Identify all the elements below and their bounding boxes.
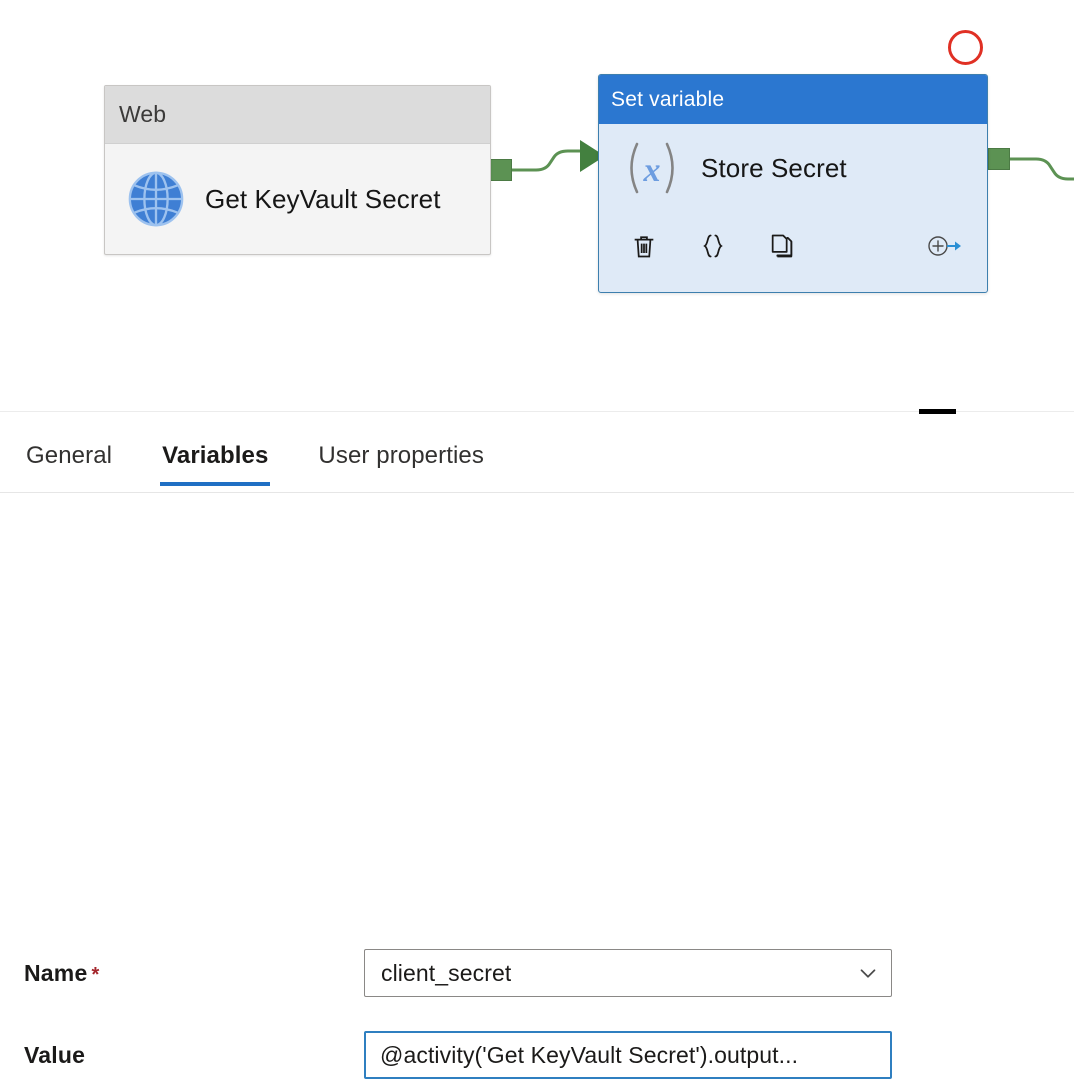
tab-variables[interactable]: Variables	[160, 436, 271, 486]
activity-properties-panel: General Variables User properties Name* …	[0, 409, 1074, 1079]
tab-general-label: General	[26, 442, 113, 469]
set-variable-body: x Store Secret	[599, 124, 987, 212]
chevron-down-icon	[860, 969, 876, 978]
panel-resize-handle[interactable]	[919, 409, 956, 414]
web-activity-name: Get KeyVault Secret	[205, 183, 441, 214]
name-form-row: Name* client_secret	[0, 949, 1074, 997]
tab-user-properties-label: User properties	[318, 442, 484, 469]
name-dropdown[interactable]: client_secret	[364, 949, 892, 997]
set-variable-type-label: Set variable	[611, 87, 725, 111]
web-activity-node[interactable]: Web Get KeyVault Secret	[104, 85, 491, 255]
value-input[interactable]: @activity('Get KeyVault Secret').output.…	[364, 1031, 892, 1079]
add-output-icon[interactable]	[927, 229, 961, 263]
copy-icon[interactable]	[765, 229, 799, 263]
value-input-text: @activity('Get KeyVault Secret').output.…	[380, 1041, 799, 1068]
pipeline-canvas[interactable]: Web Get KeyVault Secret Set variable	[0, 0, 1074, 411]
web-activity-body: Get KeyVault Secret	[105, 144, 490, 254]
tab-variables-label: Variables	[162, 442, 269, 469]
set-variable-output-port[interactable]	[988, 148, 1010, 170]
svg-text:x: x	[643, 152, 661, 189]
web-activity-output-port[interactable]	[490, 159, 512, 181]
properties-tabstrip: General Variables User properties	[0, 436, 1074, 493]
web-activity-header: Web	[105, 86, 490, 144]
tab-general[interactable]: General	[24, 436, 114, 486]
variable-function-icon: x	[630, 142, 674, 194]
code-braces-icon[interactable]	[696, 229, 730, 263]
delete-icon[interactable]	[627, 229, 661, 263]
name-dropdown-value: client_secret	[381, 959, 512, 986]
name-required-marker: *	[91, 963, 100, 986]
set-variable-activity-node[interactable]: Set variable x Store Secret	[598, 74, 988, 293]
web-activity-type-label: Web	[119, 101, 167, 127]
name-field-label: Name*	[24, 960, 99, 987]
value-field-label: Value	[24, 1042, 85, 1069]
connector-web-to-setvariable	[511, 149, 583, 172]
set-variable-name: Store Secret	[701, 152, 847, 183]
set-variable-header: Set variable	[599, 75, 987, 124]
name-label-text: Name	[24, 959, 88, 986]
globe-icon	[128, 171, 184, 227]
tab-user-properties[interactable]: User properties	[316, 436, 486, 486]
value-label-text: Value	[24, 1041, 86, 1068]
connector-setvariable-to-next	[1009, 157, 1074, 181]
annotation-circle	[948, 30, 983, 65]
set-variable-toolbar	[599, 212, 987, 290]
value-form-row: Value @activity('Get KeyVault Secret').o…	[0, 1031, 1074, 1079]
